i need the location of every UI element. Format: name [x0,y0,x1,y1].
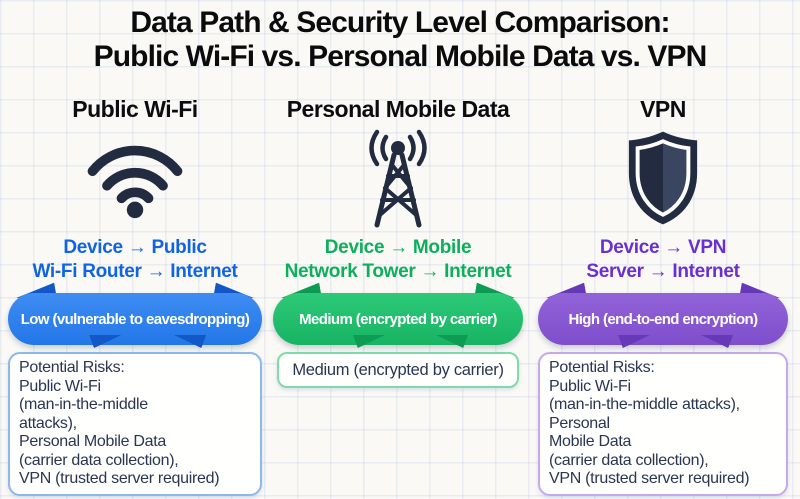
security-level-label-public-wifi: Low (vulnerable to eavesdropping) [8,293,262,345]
column-header-personal-mobile-data: Personal Mobile Data [286,96,510,122]
title-line-2: Public Wi-Fi vs. Personal Mobile Data vs… [93,40,708,73]
security-level-label-vpn: High (end-to-end encryption) [538,293,788,345]
shield-icon [538,126,788,230]
risks-box-public-wifi: Potential Risks: Public Wi-Fi (man-in-th… [8,352,262,496]
column-vpn: VPN Device → VPN Server → Internet [538,96,788,496]
security-banner-personal-mobile-data: Medium (encrypted by carrier) [273,286,523,348]
column-personal-mobile-data: Personal Mobile Data [273,96,523,388]
risks-box-vpn: Potential Risks: Public Wi-Fi (man-in-th… [538,352,788,496]
shield-icon-svg [628,131,698,225]
security-level-label-personal-mobile-data: Medium (encrypted by carrier) [273,293,523,345]
wifi-icon-svg [87,145,183,219]
page-title: Data Path & Security Level Comparison: P… [0,6,800,74]
cell-tower-icon-svg [369,129,427,228]
cell-tower-icon [273,126,523,230]
data-path-personal-mobile-data: Device → Mobile Network Tower → Internet [284,237,512,282]
column-header-vpn: VPN [640,96,686,122]
title-line-1: Data Path & Security Level Comparison: [130,6,670,39]
data-path-public-wifi: Device → Public Wi-Fi Router → Internet [32,237,238,282]
security-banner-vpn: High (end-to-end encryption) [538,286,788,348]
column-public-wifi: Public Wi-Fi Device → Public Wi-Fi Route… [8,96,262,496]
security-banner-public-wifi: Low (vulnerable to eavesdropping) [8,286,262,348]
data-path-vpn: Device → VPN Server → Internet [586,237,740,282]
detail-box-personal-mobile-data: Medium (encrypted by carrier) [277,352,519,388]
wifi-icon [8,126,262,230]
column-header-public-wifi: Public Wi-Fi [72,96,198,122]
